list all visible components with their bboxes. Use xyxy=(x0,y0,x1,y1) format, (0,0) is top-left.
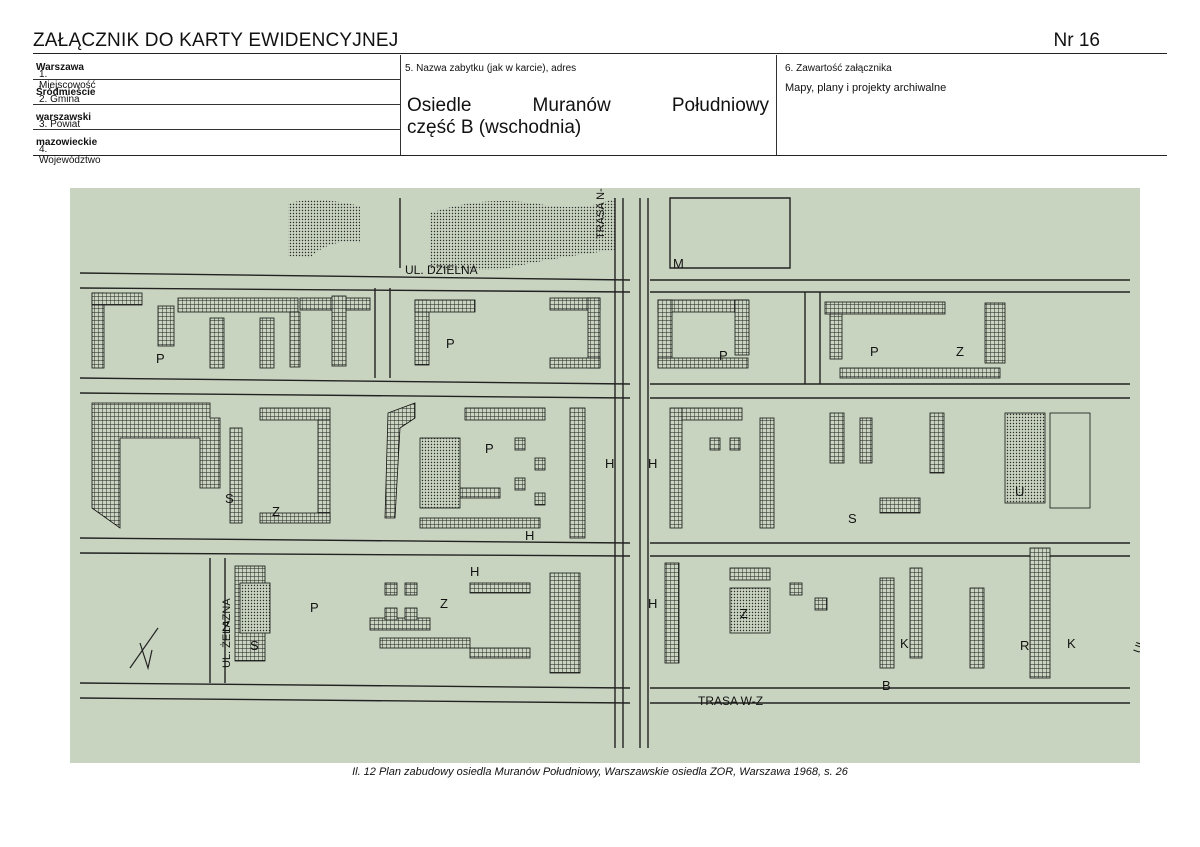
location-value: Warszawa xyxy=(36,62,84,73)
label-u: U xyxy=(1015,484,1024,499)
label-h: H xyxy=(648,456,657,471)
label-trasa-wz: TRASA W-Z xyxy=(698,694,763,708)
attachment-title: ZAŁĄCZNIK DO KARTY EWIDENCYJNEJ xyxy=(33,30,399,51)
monument-label: 5. Nazwa zabytku (jak w karcie), adres xyxy=(405,63,577,74)
label-z: Z xyxy=(440,596,448,611)
header-rule xyxy=(33,53,1167,54)
label-zelazna: UL. ŻELAZNA xyxy=(220,598,233,668)
label-z: Z xyxy=(272,504,280,519)
contents-column: 6. Zawartość załącznika Mapy, plany i pr… xyxy=(777,55,1167,155)
label-m: M xyxy=(673,256,684,271)
woj-label: 4. Województwo xyxy=(39,144,101,166)
site-plan-drawing: UL. DZIELNA TRASA N-S M TRASA W-Z UL. ŻE… xyxy=(79,188,1140,748)
woj-row: 4. Województwo mazowieckie xyxy=(33,130,400,166)
powiat-value: warszawski xyxy=(36,112,92,123)
site-plan-image: UL. DZIELNA TRASA N-S M TRASA W-Z UL. ŻE… xyxy=(70,188,1140,763)
building-blocks xyxy=(91,292,1091,679)
park-area xyxy=(430,198,615,270)
monument-word-1: Osiedle xyxy=(407,95,472,116)
attachment-number: Nr 16 xyxy=(1053,30,1100,51)
label-h: H xyxy=(605,456,614,471)
label-p: P xyxy=(446,336,455,351)
record-card-table: 1. Miejscowość Warszawa 2. Gmina Śródmie… xyxy=(33,55,1167,166)
monument-name: Osiedle Muranów Południowy część B (wsch… xyxy=(407,95,769,139)
location-row: 1. Miejscowość Warszawa xyxy=(33,55,400,91)
label-k: K xyxy=(900,636,909,651)
figure-caption: Il. 12 Plan zabudowy osiedla Muranów Poł… xyxy=(352,766,848,778)
label-s: S xyxy=(225,491,234,506)
label-r: R xyxy=(1020,638,1029,653)
monument-column: 5. Nazwa zabytku (jak w karcie), adres O… xyxy=(401,55,777,155)
gmina-value: Śródmieście xyxy=(36,87,96,98)
label-h: H xyxy=(470,564,479,579)
contents-value: Mapy, plany i projekty archiwalne xyxy=(785,82,947,94)
label-trasa-ns: TRASA N-S xyxy=(595,188,607,239)
powiat-row: 3. Powiat warszawski xyxy=(33,105,400,130)
location-label: 1. Miejscowość xyxy=(39,69,96,91)
label-p: P xyxy=(310,600,319,615)
label-p: P xyxy=(719,348,728,363)
label-p: P xyxy=(870,344,879,359)
label-p: P xyxy=(485,441,494,456)
label-z: Z xyxy=(956,344,964,359)
gmina-label: 2. Gmina xyxy=(39,94,80,105)
label-k: K xyxy=(1067,636,1076,651)
monument-word-2: Muranów xyxy=(532,95,611,116)
powiat-label: 3. Powiat xyxy=(39,119,81,130)
label-b: B xyxy=(882,678,891,693)
park-area xyxy=(288,200,360,258)
label-s: S xyxy=(250,638,259,653)
label-h: H xyxy=(648,596,657,611)
label-z: Z xyxy=(222,619,230,634)
label-z: Z xyxy=(740,606,748,621)
label-nowotki: UL. NOWOTKI xyxy=(1132,582,1140,654)
label-s: S xyxy=(848,511,857,526)
label-p: P xyxy=(156,351,165,366)
gmina-row: 2. Gmina Śródmieście xyxy=(33,80,400,105)
north-arrow-icon xyxy=(129,627,159,671)
woj-value: mazowieckie xyxy=(36,137,98,148)
label-dzielna: UL. DZIELNA xyxy=(405,263,478,277)
monument-word-3: Południowy xyxy=(671,95,769,116)
contents-label: 6. Zawartość załącznika xyxy=(785,63,892,74)
location-column: 1. Miejscowość Warszawa 2. Gmina Śródmie… xyxy=(33,55,401,166)
monument-line-2: część B (wschodnia) xyxy=(407,117,582,138)
label-h: H xyxy=(525,528,534,543)
